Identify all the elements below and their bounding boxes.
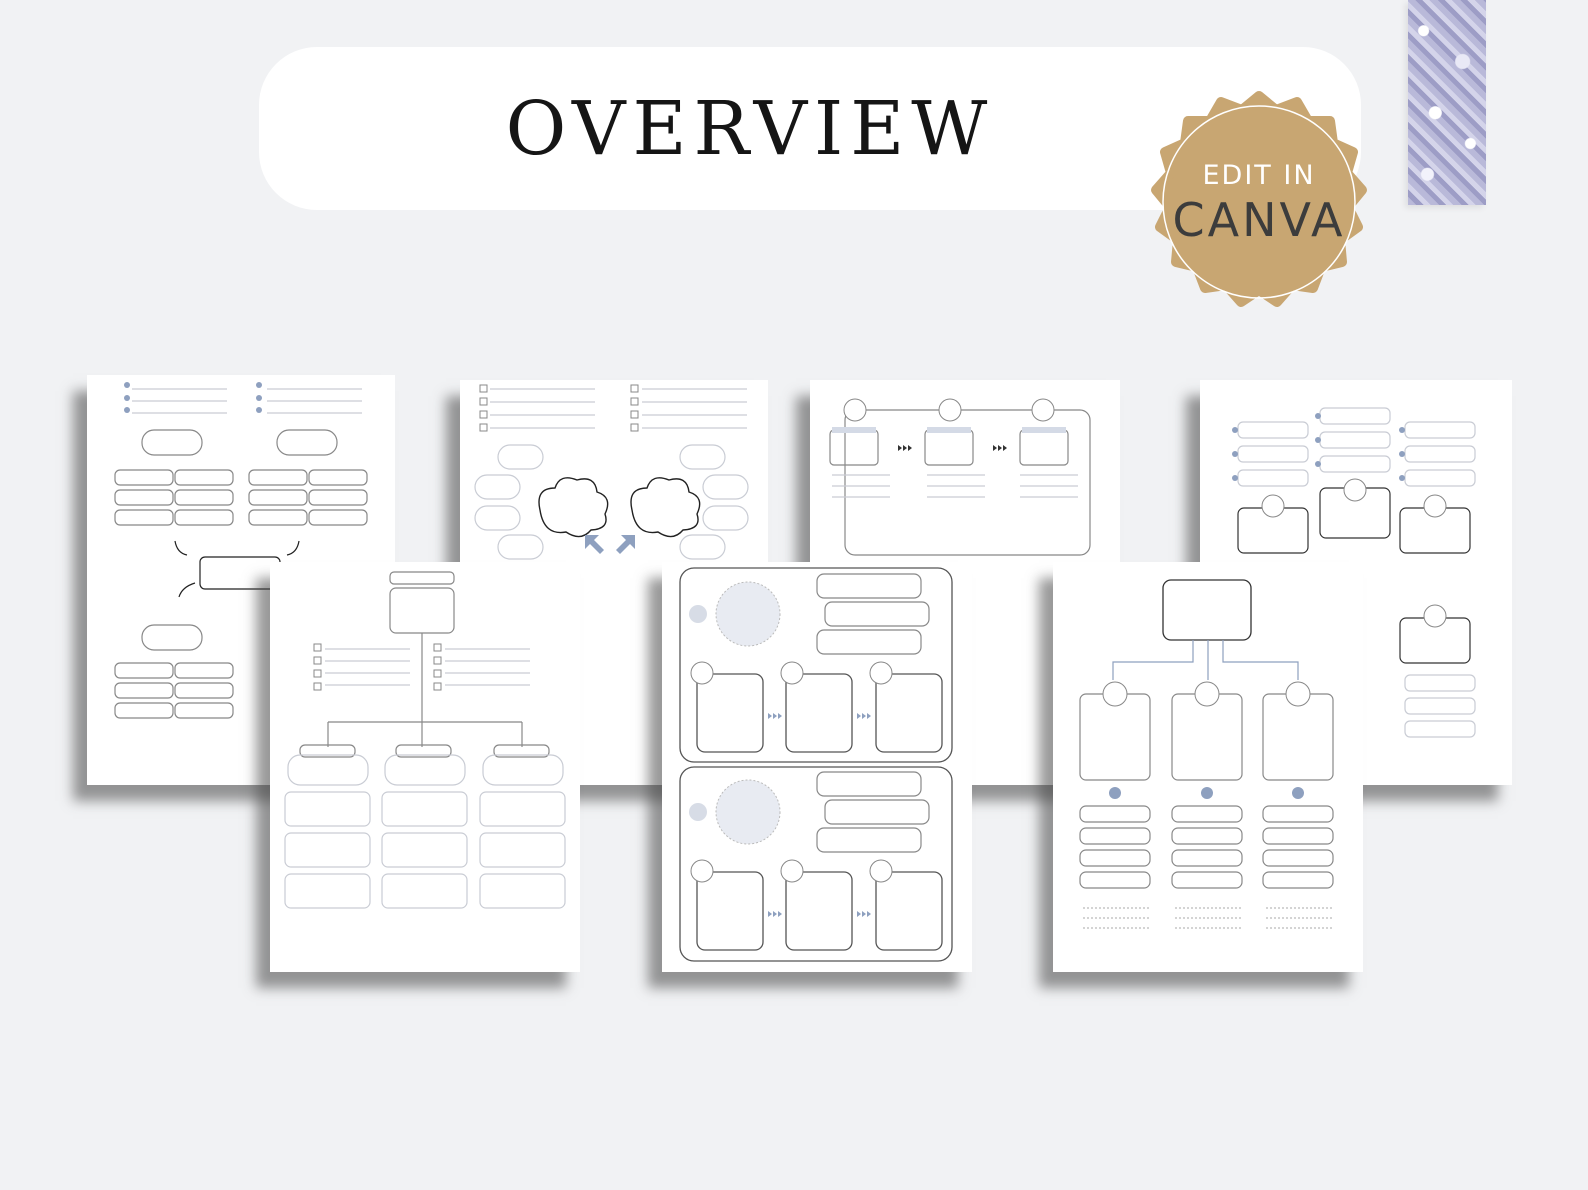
flow-chart-template [1079,579,1334,929]
template-page-flow-chart [1053,562,1363,972]
template-page-concept-map [662,562,972,972]
template-page-hierarchy [270,562,580,972]
brainstorm-template [474,384,749,560]
title-banner: OVERVIEW [259,47,1361,210]
badge-line-2: CANVA [1172,193,1346,247]
concept-map-template [679,567,953,962]
process-template [829,398,1091,556]
hierarchy-template [284,571,566,909]
page-title: OVERVIEW [505,85,995,172]
glitter-tape [1408,0,1486,205]
edit-in-canva-badge: EDIT IN CANVA [1140,90,1378,328]
org-chart-template [114,382,368,719]
badge-line-1: EDIT IN [1202,160,1316,191]
badge-seal-icon [1151,91,1367,307]
cluster-template [1232,407,1476,738]
